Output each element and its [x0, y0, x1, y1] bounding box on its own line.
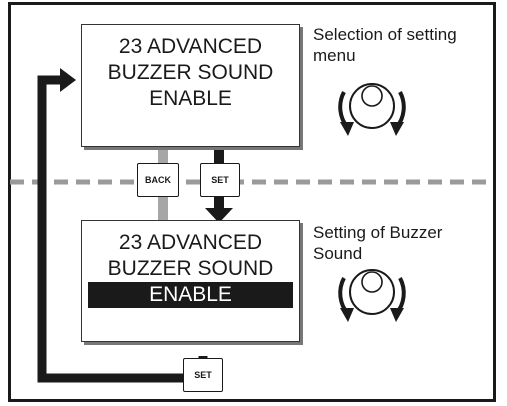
back-button[interactable]: BACK — [137, 163, 179, 197]
rotary-knob-icon — [338, 83, 406, 136]
set-arrow-head — [205, 208, 233, 223]
screen-top: 23 ADVANCED BUZZER SOUND ENABLE — [81, 24, 300, 147]
caption-top-line-2: menu — [313, 46, 356, 65]
diagram-frame — [8, 2, 496, 402]
set-button-return[interactable]: SET — [183, 358, 223, 392]
screen-bottom-line-1: 23 ADVANCED — [118, 231, 263, 254]
return-loop-arrow-head — [60, 68, 76, 92]
screen-top-line-2: BUZZER SOUND — [107, 61, 274, 84]
screen-top-line-3: ENABLE — [149, 87, 232, 110]
set-button[interactable]: SET — [200, 163, 240, 197]
rotary-knob-icon — [338, 269, 406, 322]
caption-bottom-line-2: Sound — [313, 244, 363, 263]
screen-top-line-1: 23 ADVANCED — [118, 35, 263, 58]
caption-bottom-line-1: Setting of Buzzer — [313, 223, 443, 242]
caption-top-line-1: Selection of setting — [313, 25, 457, 44]
screen-bottom: 23 ADVANCED BUZZER SOUND ENABLE — [81, 220, 300, 342]
screen-bottom-line-3-highlighted: ENABLE — [88, 282, 293, 308]
screen-bottom-line-2: BUZZER SOUND — [107, 257, 274, 280]
caption-bottom: Setting of Buzzer Sound — [313, 222, 442, 264]
caption-top: Selection of setting menu — [313, 24, 457, 66]
